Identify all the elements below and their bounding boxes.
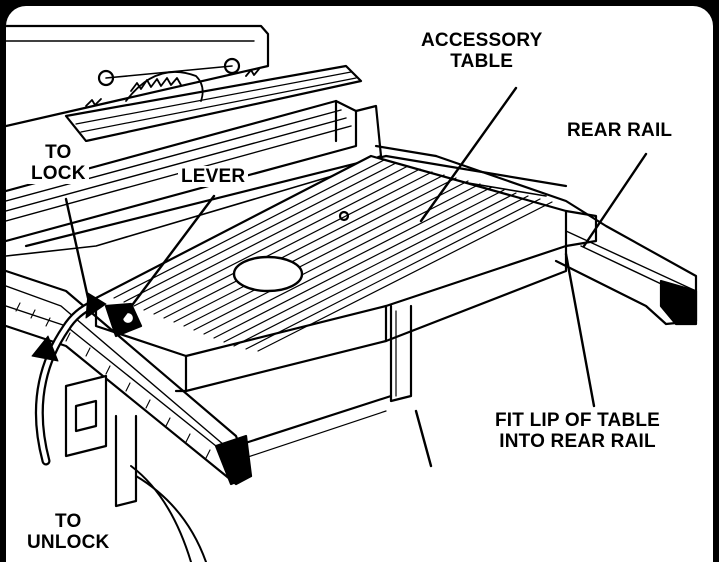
rear-rail-leader — [582, 152, 648, 248]
to-unlock-label: TO UNLOCK — [24, 511, 113, 553]
leader-lines — [64, 86, 648, 468]
accessory-table-label-line2: TABLE — [450, 51, 514, 72]
accessory-table-label-line1: ACCESSORY — [421, 30, 543, 51]
to-unlock-label-line1: TO — [55, 511, 82, 532]
saw-blade — [85, 68, 260, 107]
lever-leader — [116, 194, 216, 326]
to-lock-label-line2: LOCK — [31, 163, 86, 184]
fit-lip-label-line2: INTO REAR RAIL — [499, 431, 656, 452]
rear-rail-label: REAR RAIL — [564, 120, 676, 141]
lever-label-text: LEVER — [181, 166, 246, 187]
to-lock-label-line1: TO — [45, 142, 72, 163]
to-unlock-label-line2: UNLOCK — [27, 532, 110, 553]
accessory-table-label: ACCESSORY TABLE — [418, 30, 546, 72]
lever-label: LEVER — [178, 166, 249, 187]
to-lock-label: TO LOCK — [28, 142, 89, 184]
accessory-table — [94, 154, 598, 393]
fit-lip-label-line1: FIT LIP OF TABLE — [495, 410, 661, 431]
to-lock-leader — [64, 197, 90, 300]
saw-cabinet — [64, 304, 413, 562]
fit-lip-label: FIT LIP OF TABLE INTO REAR RAIL — [492, 410, 664, 452]
illustration-panel: ACCESSORY TABLE REAR RAIL TO LOCK LEVER … — [6, 6, 713, 562]
rear-rail-label-text: REAR RAIL — [567, 120, 673, 141]
fit-lip-leader — [564, 252, 596, 408]
cabinet-leader — [414, 409, 433, 468]
blade-guard — [6, 24, 363, 143]
lock-arrow — [31, 292, 107, 466]
saw-table-illustration — [6, 24, 698, 562]
accessory-table-leader — [419, 86, 518, 223]
